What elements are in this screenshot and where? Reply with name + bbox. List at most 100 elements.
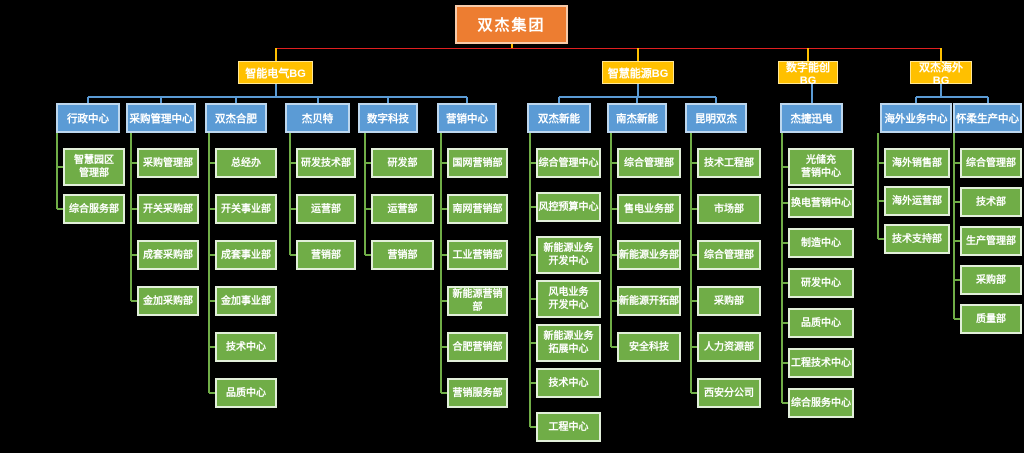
department-node: 工业营销部 [447,240,508,270]
connector-line [940,48,942,61]
connector-line [782,322,788,324]
connector-line [274,48,277,61]
connector-line [289,133,291,255]
connector-line [810,84,813,103]
division-node: 海外业务中心 [880,103,952,133]
connector-line [953,133,955,319]
department-node: 技术部 [960,187,1022,217]
connector-line [915,97,917,103]
department-node: 风控预算中心 [536,192,601,222]
connector-line [209,300,215,302]
department-node: 金加采购部 [137,286,199,316]
department-node: 开关采购部 [137,194,199,224]
connector-line [611,162,617,164]
department-node: 人力资源部 [697,332,761,362]
department-node: 开关事业部 [215,194,277,224]
connector-line [440,133,442,393]
department-node: 海外运营部 [884,186,950,216]
connector-line [611,208,617,210]
connector-line [441,346,447,348]
business-group-node: 智慧能源BG [602,61,674,84]
connector-line [130,133,132,301]
connector-line [611,300,617,302]
department-node: 西安分公司 [697,378,761,408]
department-node: 营销部 [296,240,356,270]
department-node: 海外销售部 [884,148,950,178]
connector-line [160,97,162,103]
connector-line [530,382,536,384]
connector-line [441,162,447,164]
department-node: 南网营销部 [447,194,508,224]
department-node: 工程技术中心 [788,348,854,378]
department-node: 换电营销中心 [788,188,854,218]
connector-line [691,208,697,210]
connector-line [208,133,210,393]
connector-line [530,254,536,256]
department-node: 技术中心 [536,368,601,398]
connector-line [878,200,884,202]
connector-line [209,162,215,164]
connector-line [131,208,137,210]
connector-line [954,318,960,320]
connector-line [986,97,989,103]
connector-line [807,48,809,61]
connector-line [530,342,536,344]
connector-line [691,392,697,394]
department-node: 运营部 [296,194,356,224]
department-node: 国网营销部 [447,148,508,178]
department-node: 综合管理部 [697,240,761,270]
division-node: 杰贝特 [285,103,350,133]
department-node: 售电业务部 [617,194,681,224]
connector-line [316,97,319,103]
department-node: 生产管理部 [960,226,1022,256]
department-node: 运营部 [371,194,434,224]
business-group-node: 数字能创BG [778,61,838,87]
department-node: 综合服务部 [63,194,125,224]
connector-line [636,97,638,103]
department-node: 市场部 [697,194,761,224]
connector-line [637,84,639,97]
connector-line [782,402,788,404]
connector-line [637,48,639,61]
connector-line [781,133,783,403]
department-node: 成套事业部 [215,240,277,270]
connector-line [530,162,536,164]
department-node: 工程中心 [536,412,601,442]
business-group-node: 智能电气BG [238,61,313,84]
connector-line [441,208,447,210]
connector-line [954,279,960,281]
connector-line [878,162,884,164]
connector-line [290,254,296,256]
division-node: 行政中心 [56,103,120,133]
connector-line [877,133,879,239]
connector-line [274,84,277,97]
department-node: 采购部 [697,286,761,316]
department-node: 综合管理部 [617,148,681,178]
root-node: 双杰集团 [455,5,568,44]
connector-line [530,426,536,428]
department-node: 总经办 [215,148,277,178]
division-node: 双杰新能 [527,103,591,133]
connector-line [782,166,788,168]
connector-line [209,346,215,348]
division-node: 营销中心 [437,103,497,133]
connector-line [611,346,617,348]
connector-line [878,238,884,240]
department-node: 质量部 [960,304,1022,334]
department-node: 品质中心 [788,308,854,338]
connector-line [691,162,697,164]
department-node: 营销部 [371,240,434,270]
connector-line [87,97,89,103]
division-node: 怀柔生产中心 [953,103,1022,133]
department-node: 营销服务部 [447,378,508,408]
division-node: 采购管理中心 [126,103,196,133]
department-node: 新能源业务 开发中心 [536,236,601,274]
connector-line [235,97,237,103]
connector-line [510,44,513,48]
connector-line [290,208,296,210]
department-node: 风电业务 开发中心 [536,280,601,318]
department-node: 合肥营销部 [447,332,508,362]
connector-line [782,202,788,204]
division-node: 双杰合肥 [205,103,267,133]
connector-line [691,346,697,348]
